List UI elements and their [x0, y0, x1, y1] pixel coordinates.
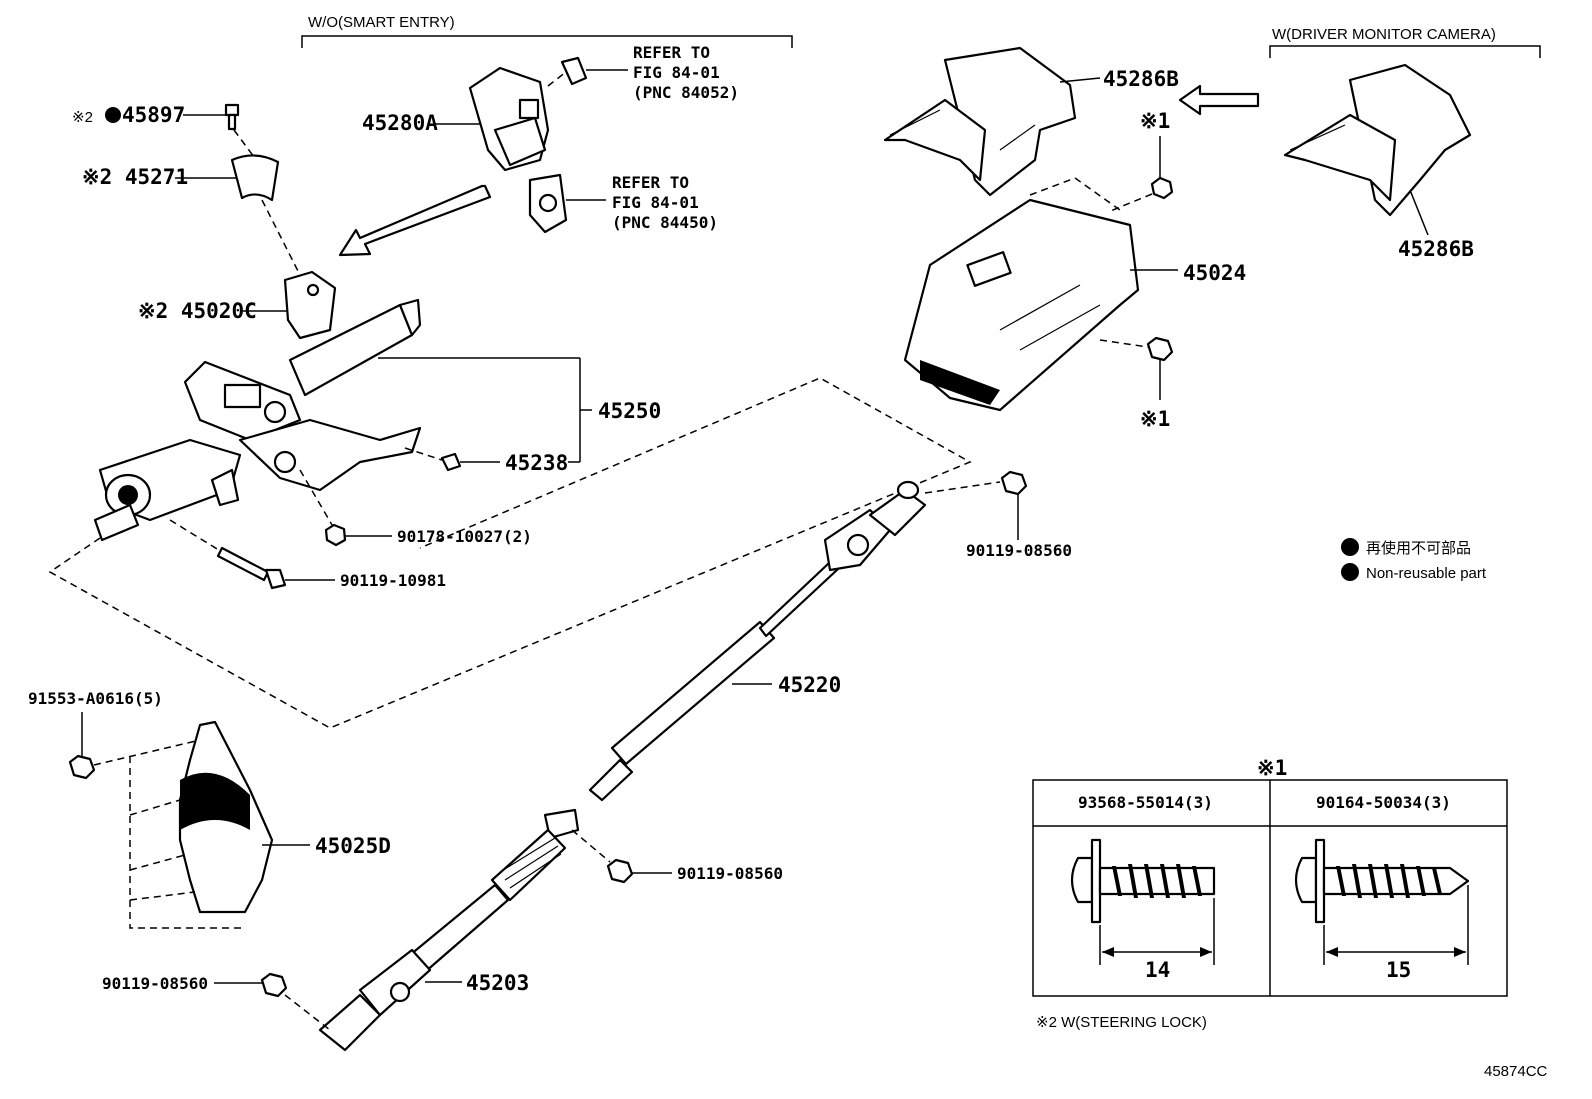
legend: 再使用不可部品 Non-reusable part [1341, 538, 1487, 582]
part-45271[interactable]: ※2 45271 [82, 154, 301, 276]
part-45280A-label: 45280A [362, 111, 438, 135]
table-col2-header: 90164-50034(3) [1316, 793, 1451, 812]
part-45025D-cover[interactable]: 45025D [129, 720, 391, 929]
part-45271-label: ※2 45271 [82, 165, 188, 189]
part-45024-lower-cover[interactable]: 45024 [903, 177, 1246, 412]
part-45897-label: 45897 [122, 103, 185, 127]
part-45280A[interactable]: 45280A [362, 56, 628, 234]
screw-mark1-lower[interactable]: ※1 [1099, 336, 1174, 431]
part-45220-label: 45220 [778, 673, 841, 697]
mark1-lower-label: ※1 [1140, 407, 1170, 431]
part-90119-08560-upper[interactable]: 90119-08560 [924, 470, 1072, 560]
part-45286B-right-label: 45286B [1398, 237, 1474, 261]
part-45024-label: 45024 [1183, 261, 1246, 285]
diagram-code: 45874CC [1484, 1063, 1548, 1080]
non-reusable-dot-icon [105, 107, 121, 123]
legend-dot-icon [1341, 538, 1359, 556]
table-col1-header: 93568-55014(3) [1078, 793, 1213, 812]
part-90119-08560-lower[interactable]: 90119-08560 [102, 972, 331, 1031]
part-90119-08560-middle[interactable]: 90119-08560 [571, 829, 783, 884]
part-90119-08560-middle-label: 90119-08560 [677, 864, 783, 883]
legend-line2: Non-reusable part [1366, 565, 1487, 582]
part-45286B-upper-cover-alt[interactable]: 45286B [1283, 63, 1474, 261]
screw-93568-drawing: 14 [1070, 838, 1216, 982]
part-90119-10981[interactable]: 90119-10981 [169, 519, 446, 590]
part-45020C-label: ※2 45020C [138, 299, 257, 323]
table-dim2: 15 [1386, 958, 1411, 982]
refer-2-line2: FIG 84-01 [612, 193, 699, 212]
part-45020C[interactable]: ※2 45020C [138, 270, 337, 340]
screw-mark1-upper[interactable]: ※1 [1107, 109, 1174, 213]
legend-dot-icon [1341, 563, 1359, 581]
part-45286B-left-label: 45286B [1103, 67, 1179, 91]
part-90119-10981-label: 90119-10981 [340, 571, 446, 590]
part-91553-label: 91553-A0616(5) [28, 689, 163, 708]
part-45897[interactable]: ※2 45897 [72, 103, 261, 166]
refer-note-84052: REFER TO FIG 84-01 (PNC 84052) [633, 43, 739, 102]
refer-2-line3: (PNC 84450) [612, 213, 718, 232]
refer-note-84450: REFER TO FIG 84-01 (PNC 84450) [612, 173, 718, 232]
legend-line1: 再使用不可部品 [1366, 540, 1471, 557]
part-90178-10027[interactable]: 90178-10027(2) [299, 469, 532, 547]
assembly-direction-arrow-icon [338, 184, 492, 257]
part-90178-label: 90178-10027(2) [397, 527, 532, 546]
screw-spec-table: ※1 93568-55014(3) 90164-50034(3) 14 [1032, 756, 1508, 997]
part-45238[interactable]: 45238 [404, 447, 580, 475]
table-title: ※1 [1257, 756, 1287, 780]
part-45238-label: 45238 [505, 451, 568, 475]
part-45897-mark: ※2 [72, 109, 93, 126]
refer-1-line3: (PNC 84052) [633, 83, 739, 102]
driver-monitor-label: W(DRIVER MONITOR CAMERA) [1272, 26, 1496, 43]
alternative-part-arrow-icon [1178, 84, 1260, 116]
part-45250-steering-column[interactable]: 45250 [93, 298, 661, 542]
column-assembly-outline [48, 377, 972, 729]
part-45286B-upper-cover[interactable]: 45286B [883, 46, 1179, 197]
smart-entry-label: W/O(SMART ENTRY) [308, 14, 455, 31]
smart-entry-bracket: W/O(SMART ENTRY) [301, 14, 793, 48]
part-90119-08560-upper-label: 90119-08560 [966, 541, 1072, 560]
refer-1-line2: FIG 84-01 [633, 63, 720, 82]
part-90119-08560-lower-label: 90119-08560 [102, 974, 208, 993]
screw-90164-drawing: 15 [1294, 838, 1470, 982]
part-45203-lower-shaft[interactable]: 45203 [318, 808, 580, 1052]
refer-1-line1: REFER TO [633, 43, 710, 62]
mark1-upper-label: ※1 [1140, 109, 1170, 133]
driver-monitor-bracket: W(DRIVER MONITOR CAMERA) [1269, 26, 1541, 58]
part-91553-A0616[interactable]: 91553-A0616(5) [28, 689, 201, 780]
part-45203-label: 45203 [466, 971, 529, 995]
part-45220-intermediate-shaft[interactable]: 45220 [588, 480, 927, 802]
part-45250-label: 45250 [598, 399, 661, 423]
table-dim1: 14 [1145, 958, 1170, 982]
refer-2-line1: REFER TO [612, 173, 689, 192]
part-45025D-label: 45025D [315, 834, 391, 858]
footnote-steering-lock: ※2 W(STEERING LOCK) [1036, 1014, 1207, 1031]
